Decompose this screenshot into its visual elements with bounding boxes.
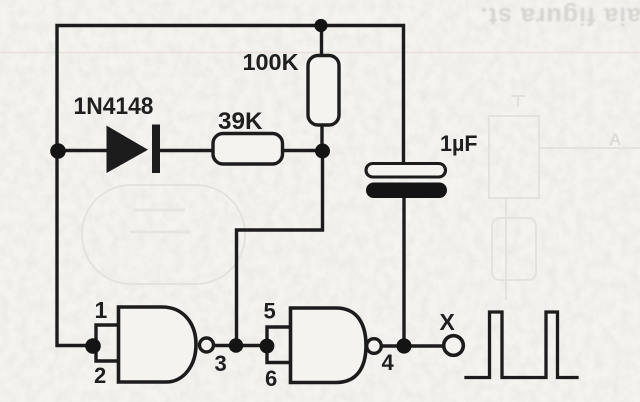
svg-text:39K: 39K [218, 108, 263, 135]
svg-text:2: 2 [94, 363, 106, 388]
svg-text:A: A [609, 130, 621, 149]
svg-text:aia figura st.: aia figura st. [480, 2, 640, 30]
svg-text:4: 4 [382, 350, 395, 375]
svg-text:6: 6 [265, 366, 277, 391]
svg-text:5: 5 [264, 299, 276, 324]
svg-text:1N4148: 1N4148 [74, 93, 154, 120]
svg-text:3: 3 [215, 351, 227, 376]
svg-text:X: X [440, 309, 456, 335]
svg-text:1: 1 [95, 297, 108, 323]
svg-text:1µF: 1µF [440, 131, 478, 156]
svg-text:100K: 100K [243, 49, 299, 75]
